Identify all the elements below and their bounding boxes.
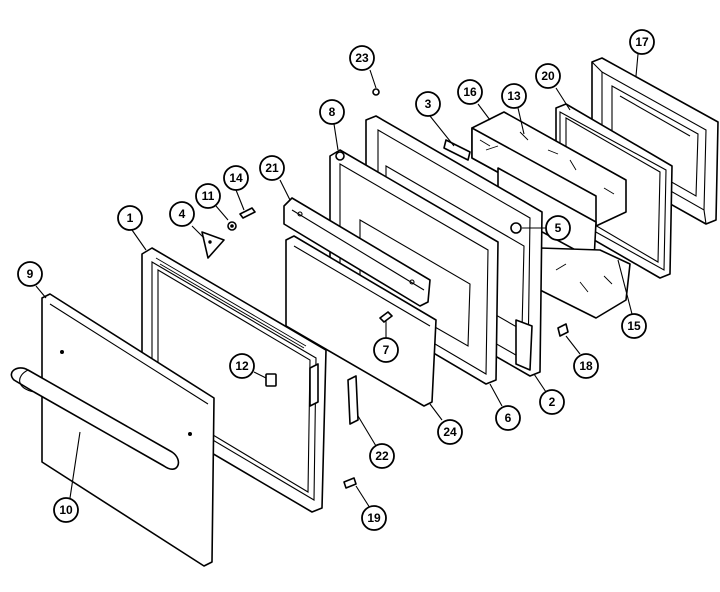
callout-2-label: 2	[549, 395, 556, 409]
door-handle-part	[10, 367, 180, 470]
callout-20: 20	[535, 63, 561, 89]
callout-20-ring	[535, 63, 561, 89]
callout-12: 12	[229, 353, 255, 379]
callout-23: 23	[349, 45, 375, 71]
callout-13-ring	[501, 83, 527, 109]
callout-19-label: 19	[367, 511, 381, 525]
callout-21-ring	[259, 155, 285, 181]
callout-21-label: 21	[265, 161, 279, 175]
callout-19: 19	[361, 505, 387, 531]
callout-23-label: 23	[355, 51, 369, 65]
callout-18: 18	[573, 353, 599, 379]
callout-5-label: 5	[555, 221, 562, 235]
callout-3: 3	[415, 91, 441, 117]
callout-10: 10	[53, 497, 79, 523]
callout-16-ring	[457, 79, 483, 105]
callout-17-ring	[629, 29, 655, 55]
callout-16: 16	[457, 79, 483, 105]
callout-24: 24	[437, 419, 463, 445]
callout-8: 8	[319, 99, 345, 125]
callout-3-label: 3	[425, 97, 432, 111]
callout-4: 4	[169, 201, 195, 227]
callout-17: 17	[629, 29, 655, 55]
callout-5-ring	[545, 215, 571, 241]
callout-16-label: 16	[463, 85, 477, 99]
callout-13-label: 13	[507, 89, 521, 103]
callout-21: 21	[259, 155, 285, 181]
callout-6-ring	[495, 405, 521, 431]
callout-2-ring	[539, 389, 565, 415]
callout-11-ring	[195, 183, 221, 209]
callout-14: 14	[223, 165, 249, 191]
callout-17-label: 17	[635, 35, 649, 49]
callout-10-label: 10	[59, 503, 73, 517]
callout-22: 22	[369, 443, 395, 469]
callout-12-ring	[229, 353, 255, 379]
callout-4-ring	[169, 201, 195, 227]
callout-11: 11	[195, 183, 221, 209]
callout-15-label: 15	[627, 319, 641, 333]
callout-2: 2	[539, 389, 565, 415]
door-frame-part	[141, 247, 327, 513]
callout-1: 1	[117, 205, 143, 231]
callout-18-ring	[573, 353, 599, 379]
callout-6-label: 6	[505, 411, 512, 425]
callout-12-label: 12	[235, 359, 249, 373]
leader-lines	[35, 53, 639, 509]
callout-9: 9	[17, 261, 43, 287]
callout-22-label: 22	[375, 449, 389, 463]
callout-19-ring	[361, 505, 387, 531]
callout-8-ring	[319, 99, 345, 125]
callout-18-label: 18	[579, 359, 593, 373]
callout-9-label: 9	[27, 267, 34, 281]
callout-3-ring	[415, 91, 441, 117]
callout-15-ring	[621, 313, 647, 339]
callout-10-ring	[53, 497, 79, 523]
callout-7-ring	[373, 337, 399, 363]
callout-24-label: 24	[443, 425, 457, 439]
callout-4-label: 4	[179, 207, 186, 221]
callout-14-ring	[223, 165, 249, 191]
callout-13: 13	[501, 83, 527, 109]
callout-11-label: 11	[202, 189, 215, 203]
callout-6: 6	[495, 405, 521, 431]
callout-8-label: 8	[329, 105, 336, 119]
callout-1-ring	[117, 205, 143, 231]
callout-5: 5	[545, 215, 571, 241]
callout-15: 15	[621, 313, 647, 339]
hardware-parts	[201, 88, 569, 489]
top-bracket-part	[283, 197, 431, 307]
callout-9-ring	[17, 261, 43, 287]
callout-14-label: 14	[229, 171, 243, 185]
callout-7: 7	[373, 337, 399, 363]
callout-20-label: 20	[541, 69, 555, 83]
callout-22-ring	[369, 443, 395, 469]
callout-23-ring	[349, 45, 375, 71]
callout-7-label: 7	[383, 343, 390, 357]
callout-24-ring	[437, 419, 463, 445]
insulation-part	[471, 111, 631, 319]
callout-1-label: 1	[127, 211, 134, 225]
